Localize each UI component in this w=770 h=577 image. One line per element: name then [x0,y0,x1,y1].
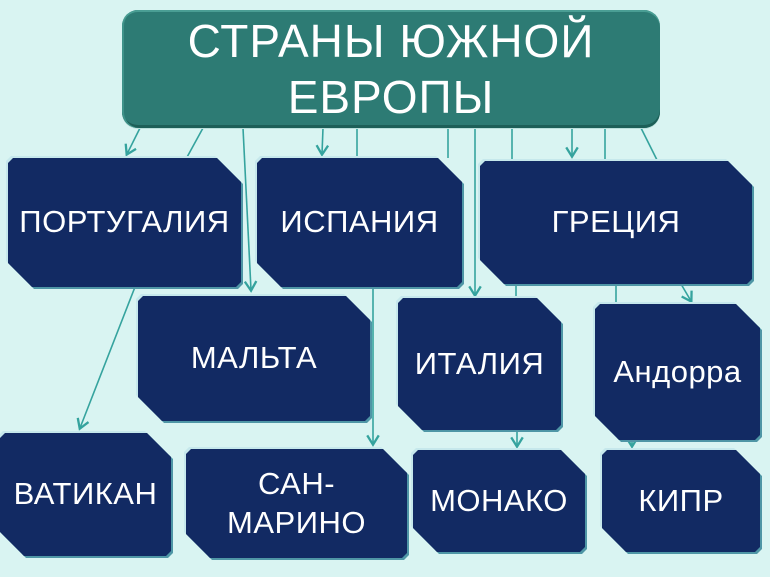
node-label: Андорра [613,353,742,389]
node-shape [0,433,171,556]
node-label: ПОРТУГАЛИЯ [19,204,230,240]
node-cyprus: КИПР [602,450,760,552]
node-vatican: ВАТИКАН [0,433,171,556]
node-label: МАЛЬТА [190,340,318,376]
node-label: ИСПАНИЯ [280,204,439,240]
node-shape [8,158,241,287]
node-san-marino: САН- МАРИНО [186,449,407,558]
node-italy: ИТАЛИЯ [398,298,561,430]
node-label: КИПР [638,482,724,518]
node-spain: ИСПАНИЯ [257,158,462,287]
node-shape [138,296,370,421]
node-label: ИТАЛИЯ [414,345,545,381]
title-line-2: ЕВРОПЫ [287,71,495,123]
node-shape [257,158,462,287]
node-label: МОНАКО [430,482,568,518]
node-label-line-1: САН- [257,465,336,501]
node-greece: ГРЕЦИЯ [480,161,752,284]
node-andorra: Андорра [595,304,760,440]
diagram-title: СТРАНЫ ЮЖНОЙ ЕВРОПЫ [122,10,660,128]
node-shape [602,450,760,552]
node-label: ВАТИКАН [13,476,158,512]
node-label: САН- МАРИНО [186,449,407,558]
node-portugal: ПОРТУГАЛИЯ [8,158,241,287]
node-shape [413,450,585,552]
node-shape [595,304,760,440]
node-shape [480,161,752,284]
title-line-1: СТРАНЫ ЮЖНОЙ [187,14,595,67]
node-monaco: МОНАКО [413,450,585,552]
node-malta: МАЛЬТА [138,296,370,421]
node-label-line-2: МАРИНО [227,504,366,540]
node-shape [186,449,407,558]
node-shape [398,298,561,430]
node-label: ГРЕЦИЯ [551,204,681,240]
